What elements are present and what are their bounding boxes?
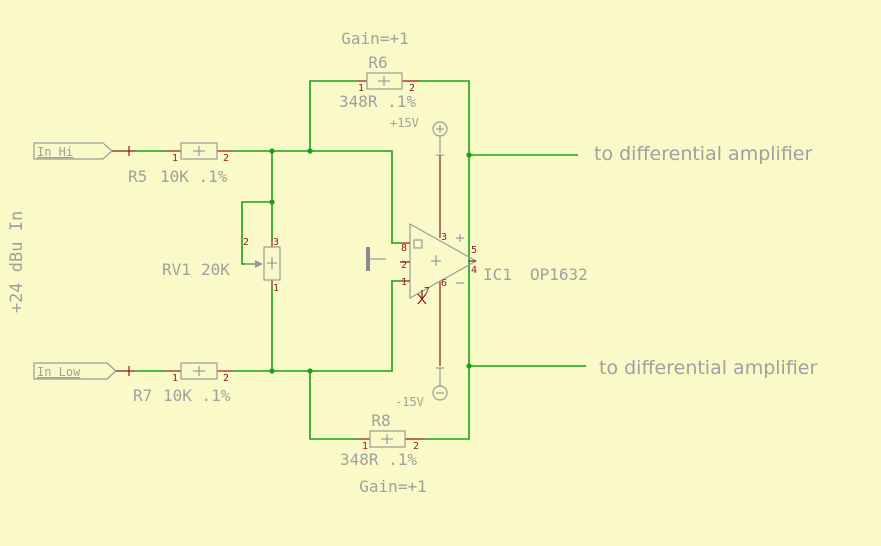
output-note-bottom: to differential amplifier (599, 357, 817, 379)
port-in-low-label: In_Low (37, 365, 81, 379)
supply-negative: -15V (395, 303, 448, 409)
rv1-ref: RV1 (162, 260, 191, 279)
r7-value: 10K .1% (163, 386, 231, 405)
input-level-label: +24 dBu In (7, 211, 27, 313)
ic1-pin-1: 1 (401, 277, 407, 288)
potentiometer-rv1: 2 3 1 RV1 20K (162, 237, 281, 294)
r8-pin-1: 1 (362, 441, 368, 452)
port-leads (112, 146, 135, 376)
r8-value: 348R .1% (340, 450, 417, 469)
port-in-low: In_Low (33, 362, 117, 380)
ic1-pin-2: 2 (401, 260, 407, 271)
resistor-r7: 1 2 R7 10K .1% (133, 362, 233, 405)
ic1-ref: IC1 (483, 265, 512, 284)
r6-pin-2: 2 (409, 83, 415, 94)
supply-positive: +15V (390, 116, 448, 218)
r7-ref: R7 (133, 386, 152, 405)
ic1-value: OP1632 (530, 265, 588, 284)
ic1-pin-4: 4 (471, 265, 477, 276)
opamp-ic1: 8 2 1 3 6 5 4 7 IC1 OP1632 (366, 218, 588, 305)
resistor-r5: 1 2 R5 10K .1% (128, 142, 233, 186)
r8-ref: R8 (371, 411, 390, 430)
resistor-r8: 1 2 R8 348R .1% (340, 411, 425, 469)
r7-pin-1: 1 (172, 373, 178, 384)
rv1-pin-1: 1 (273, 283, 279, 294)
output-note-top: to differential amplifier (594, 143, 812, 165)
supply-negative-label: -15V (395, 395, 424, 409)
ic1-pin-7: 7 (424, 286, 430, 297)
r5-ref: R5 (128, 167, 147, 186)
port-in-hi: In_Hi (33, 142, 113, 160)
r6-value: 348R .1% (339, 92, 416, 111)
r5-pin-2: 2 (223, 153, 229, 164)
junctions (269, 148, 472, 374)
rv1-pin-2: 2 (243, 237, 249, 248)
gain-label-bottom: Gain=+1 (359, 477, 426, 496)
r5-pin-1: 1 (172, 153, 178, 164)
supply-positive-label: +15V (390, 116, 419, 130)
resistor-r6: 1 2 R6 348R .1% (339, 53, 420, 111)
rv1-value: 20K (201, 260, 230, 279)
r5-value: 10K .1% (160, 167, 228, 186)
ic1-pin-3: 3 (441, 232, 447, 243)
ic1-pin-5: 5 (471, 245, 477, 256)
ic1-pin-6: 6 (441, 278, 447, 289)
r7-pin-2: 2 (223, 373, 229, 384)
r6-pin-1: 1 (358, 83, 364, 94)
r8-pin-2: 2 (413, 441, 419, 452)
r6-ref: R6 (368, 53, 387, 72)
ic1-pin-8: 8 (401, 243, 407, 254)
rv1-pin-3: 3 (273, 237, 279, 248)
gain-label-top: Gain=+1 (341, 29, 408, 48)
port-in-hi-label: In_Hi (37, 145, 73, 159)
